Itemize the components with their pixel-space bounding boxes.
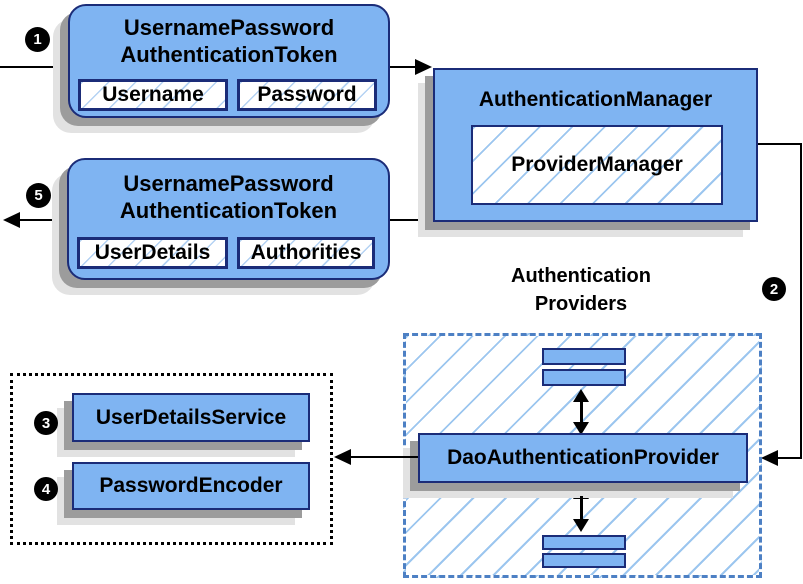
password-encoder-node: PasswordEncoder	[72, 462, 310, 510]
authentication-providers-label: Authentication Providers	[441, 262, 721, 318]
password-chip: Password	[237, 79, 377, 111]
step-2-badge: 2	[762, 277, 786, 301]
manager-to-provider-arrowhead-icon	[761, 450, 778, 466]
provider-list-arrow-bottom-down-icon	[573, 519, 589, 532]
provider-list-arrow-bottom-up-icon	[573, 486, 589, 499]
response-flow-arrowhead-icon	[3, 212, 20, 228]
step-3-badge: 3	[34, 411, 58, 435]
provider-placeholder-bar-4	[542, 553, 626, 568]
result-token-title-line2: AuthenticationToken	[119, 198, 338, 223]
authentication-manager-node: AuthenticationManager ProviderManager	[433, 68, 758, 222]
step-5-badge: 5	[26, 183, 51, 208]
result-token-title: UsernamePassword AuthenticationToken	[69, 160, 388, 224]
authentication-manager-title: AuthenticationManager	[478, 88, 713, 111]
dao-authentication-provider-node: DaoAuthenticationProvider	[418, 433, 748, 483]
provider-to-services-line	[350, 456, 418, 458]
result-token-title-line1: UsernamePassword	[123, 171, 334, 196]
provider-placeholder-bar-2	[542, 369, 626, 386]
result-token-node: UsernamePassword AuthenticationToken Use…	[67, 158, 390, 280]
authentication-providers-label-line1: Authentication	[511, 265, 651, 287]
manager-to-provider-line-right	[800, 143, 802, 459]
provider-list-arrow-top-down-icon	[573, 422, 589, 435]
authentication-providers-label-line2: Providers	[534, 293, 628, 315]
provider-list-arrow-top-up-icon	[573, 389, 589, 402]
step-4-badge: 4	[34, 477, 58, 501]
manager-to-provider-line-bottom	[777, 457, 802, 459]
request-token-title-line1: UsernamePassword	[123, 15, 335, 40]
user-details-service-node: UserDetailsService	[72, 393, 310, 442]
request-token-title: UsernamePassword AuthenticationToken	[70, 6, 388, 68]
manager-to-provider-line-top	[758, 143, 802, 145]
request-flow-arrowhead-icon	[415, 59, 432, 75]
authorities-chip: Authorities	[237, 237, 375, 269]
username-password-token-node: UsernamePassword AuthenticationToken Use…	[68, 4, 390, 118]
user-details-chip: UserDetails	[77, 237, 228, 269]
provider-to-services-arrowhead-icon	[334, 449, 351, 465]
provider-manager-node: ProviderManager	[471, 125, 723, 205]
provider-list-arrow-bottom-line	[580, 496, 583, 522]
provider-list-arrow-top-line	[580, 399, 583, 425]
step-1-badge: 1	[25, 27, 50, 52]
provider-placeholder-bar-1	[542, 348, 626, 365]
provider-placeholder-bar-3	[542, 535, 626, 550]
request-token-title-line2: AuthenticationToken	[120, 42, 338, 67]
username-chip: Username	[78, 79, 228, 111]
